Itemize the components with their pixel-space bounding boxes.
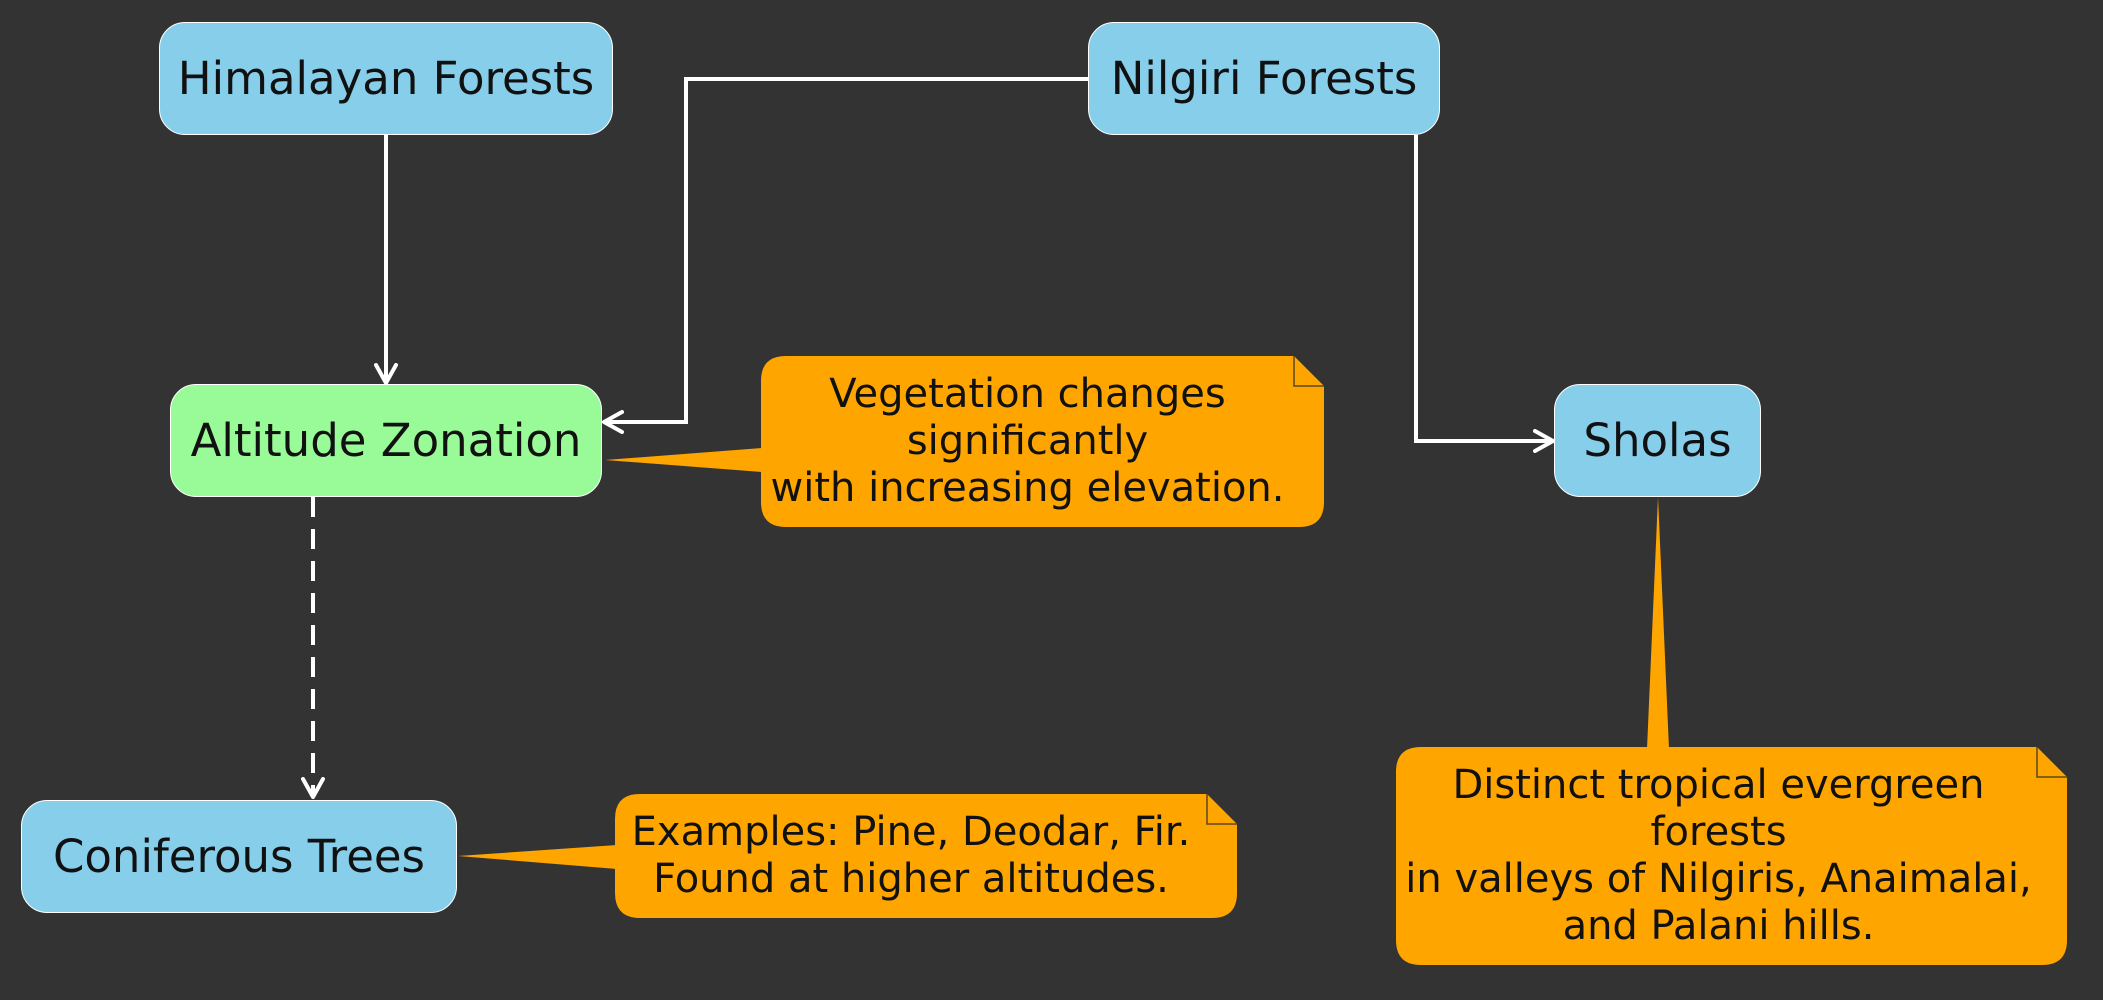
note-altitude-text: Vegetation changes significantly with in… <box>761 356 1294 527</box>
note-altitude <box>605 356 1324 527</box>
node-altitude-zonation-label: Altitude Zonation <box>190 414 582 467</box>
node-sholas[interactable]: Sholas <box>1554 384 1761 497</box>
note-coniferous <box>458 794 1237 918</box>
node-sholas-label: Sholas <box>1583 414 1732 467</box>
note-sholas-line-4: and Palani hills. <box>1562 903 1875 949</box>
note-sholas <box>1396 497 2067 965</box>
edge-nilgiri-to-altitude <box>602 77 1088 434</box>
note-altitude-line-3: with increasing elevation. <box>770 465 1285 511</box>
note-sholas-line-2: forests <box>1650 809 1787 855</box>
node-altitude-zonation[interactable]: Altitude Zonation <box>170 384 602 497</box>
note-coniferous-fold <box>1206 794 1237 825</box>
note-sholas-fold <box>2036 747 2067 778</box>
node-nilgiri-forests[interactable]: Nilgiri Forests <box>1088 22 1440 135</box>
edge-nilgiri-to-sholas <box>1414 135 1555 453</box>
note-sholas-pointer <box>1647 497 1669 749</box>
node-nilgiri-forests-label: Nilgiri Forests <box>1110 52 1418 105</box>
note-altitude-pointer <box>605 448 762 472</box>
node-himalayan-forests[interactable]: Himalayan Forests <box>159 22 613 135</box>
note-sholas-line-3: in valleys of Nilgiris, Anaimalai, <box>1405 856 2032 902</box>
note-coniferous-body <box>615 794 1237 918</box>
note-coniferous-line-2: Found at higher altitudes. <box>653 856 1169 902</box>
note-sholas-text: Distinct tropical evergreen forests in v… <box>1396 747 2041 965</box>
node-coniferous-trees-label: Coniferous Trees <box>52 830 426 883</box>
node-himalayan-forests-label: Himalayan Forests <box>177 52 595 105</box>
note-altitude-line-2: significantly <box>906 418 1149 464</box>
note-altitude-body <box>761 356 1324 527</box>
node-coniferous-trees[interactable]: Coniferous Trees <box>21 800 457 913</box>
note-sholas-line-1: Distinct tropical evergreen <box>1452 762 1985 808</box>
note-coniferous-text: Examples: Pine, Deodar, Fir. Found at hi… <box>615 794 1207 918</box>
note-altitude-line-1: Vegetation changes <box>829 371 1226 417</box>
note-altitude-fold <box>1293 356 1324 387</box>
note-coniferous-pointer <box>458 845 617 869</box>
note-coniferous-line-1: Examples: Pine, Deodar, Fir. <box>631 809 1191 855</box>
note-sholas-body <box>1396 747 2067 965</box>
